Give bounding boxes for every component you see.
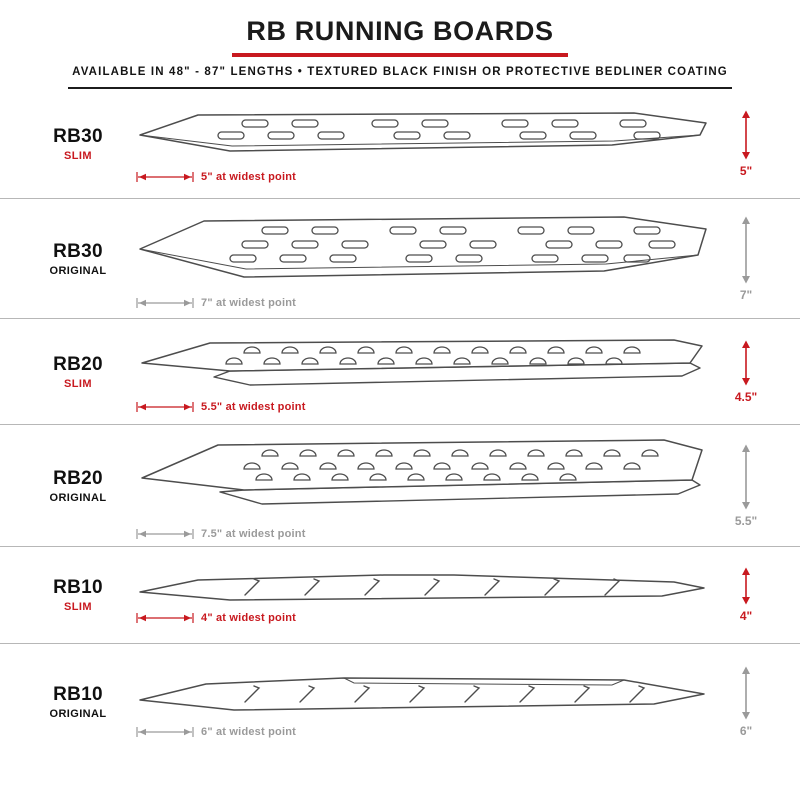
height-dimension-label: 7" <box>739 287 753 302</box>
widest-point-label: 5.5" at widest point <box>201 400 306 413</box>
rb10-slim-board-illustration <box>139 574 705 601</box>
rb10-original-board-illustration <box>139 677 705 711</box>
widest-point-measure: 7" at widest point <box>136 297 296 309</box>
board-area: 7.5" at widest point <box>134 432 714 540</box>
vertical-dimension-arrow-icon <box>742 110 750 159</box>
widest-point-label: 6" at widest point <box>201 726 296 738</box>
vertical-dimension-arrow-icon <box>742 666 750 720</box>
product-label: RB30 SLIM <box>22 126 134 162</box>
product-label: RB20 SLIM <box>22 354 134 390</box>
variant-name: ORIGINAL <box>49 264 107 277</box>
vertical-dimension-arrow-icon <box>742 340 750 385</box>
product-row-rb10-slim: RB10 SLIM 4" at widest point <box>0 547 800 644</box>
model-name: RB20 <box>53 467 103 489</box>
variant-name: ORIGINAL <box>49 491 107 504</box>
widest-point-measure: 4" at widest point <box>136 612 296 624</box>
variant-name: SLIM <box>64 149 92 162</box>
height-measure: 4.5" <box>714 340 778 404</box>
model-name: RB30 <box>53 125 103 147</box>
model-name: RB10 <box>53 577 103 598</box>
variant-name: SLIM <box>64 601 92 613</box>
height-measure: 4" <box>714 567 778 623</box>
height-measure: 5.5" <box>714 444 778 528</box>
vertical-dimension-arrow-icon <box>742 567 750 605</box>
variant-name: ORIGINAL <box>49 708 107 720</box>
height-measure: 7" <box>714 216 778 302</box>
product-row-rb20-original: RB20 ORIGINAL <box>0 425 800 547</box>
horizontal-dimension-arrow-icon <box>136 401 194 412</box>
vertical-dimension-arrow-icon <box>742 216 750 283</box>
widest-point-label: 5" at widest point <box>201 170 296 183</box>
product-label: RB30 ORIGINAL <box>22 241 134 277</box>
rb30-original-board-illustration <box>139 215 707 278</box>
height-measure: 6" <box>714 666 778 738</box>
rb20-slim-board-illustration <box>141 338 703 386</box>
widest-point-label: 7" at widest point <box>201 296 296 309</box>
board-area: 5.5" at widest point <box>134 331 714 413</box>
horizontal-dimension-arrow-icon <box>136 171 194 182</box>
board-area: 6" at widest point <box>134 666 714 738</box>
model-name: RB10 <box>53 684 103 705</box>
widest-point-measure: 6" at widest point <box>136 726 296 738</box>
variant-name: SLIM <box>64 377 92 390</box>
horizontal-dimension-arrow-icon <box>136 528 194 539</box>
product-label: RB10 ORIGINAL <box>22 684 134 720</box>
product-row-rb20-slim: RB20 SLIM <box>0 319 800 425</box>
product-row-rb10-original: RB10 ORIGINAL 6" at widest point <box>0 644 800 760</box>
height-measure: 5" <box>714 110 778 178</box>
widest-point-label: 4" at widest point <box>201 612 296 624</box>
height-dimension-label: 4" <box>739 609 753 623</box>
product-label: RB10 SLIM <box>22 577 134 613</box>
height-dimension-label: 4.5" <box>734 389 758 404</box>
page-header: RB RUNNING BOARDS AVAILABLE IN 48" - 87"… <box>22 16 778 89</box>
height-dimension-label: 6" <box>739 724 753 738</box>
horizontal-dimension-arrow-icon <box>136 727 194 737</box>
board-area: 5" at widest point <box>134 105 714 183</box>
model-name: RB30 <box>53 240 103 262</box>
horizontal-dimension-arrow-icon <box>136 297 194 308</box>
widest-point-measure: 7.5" at widest point <box>136 528 306 540</box>
product-row-rb30-original: RB30 ORIGINAL <box>0 199 800 319</box>
widest-point-measure: 5" at widest point <box>136 171 296 183</box>
page-subtitle: AVAILABLE IN 48" - 87" LENGTHS • TEXTURE… <box>68 66 732 89</box>
rb20-original-board-illustration <box>141 438 703 505</box>
height-dimension-label: 5" <box>739 163 753 178</box>
vertical-dimension-arrow-icon <box>742 444 750 509</box>
product-row-rb30-slim: RB30 SLIM <box>0 89 800 199</box>
board-area: 7" at widest point <box>134 209 714 309</box>
rb30-slim-board-illustration <box>139 111 707 152</box>
model-name: RB20 <box>53 353 103 375</box>
widest-point-label: 7.5" at widest point <box>201 527 306 540</box>
height-dimension-label: 5.5" <box>734 513 758 528</box>
product-label: RB20 ORIGINAL <box>22 468 134 504</box>
board-area: 4" at widest point <box>134 566 714 624</box>
page-title: RB RUNNING BOARDS <box>232 16 568 57</box>
horizontal-dimension-arrow-icon <box>136 613 194 623</box>
widest-point-measure: 5.5" at widest point <box>136 401 306 413</box>
